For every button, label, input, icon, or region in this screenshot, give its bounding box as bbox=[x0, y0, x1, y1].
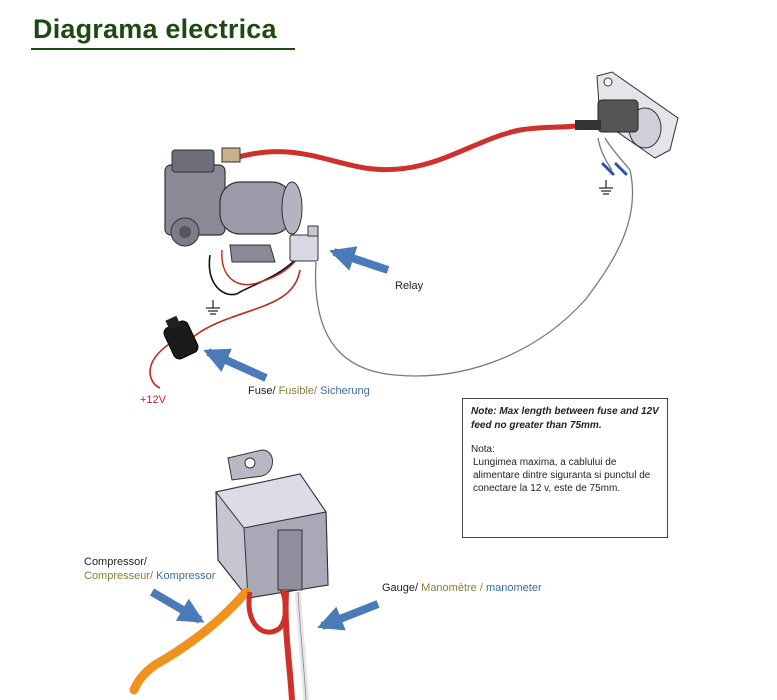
label-compressor-fr: Compresseur/ bbox=[84, 570, 154, 582]
arrow-fuse bbox=[203, 348, 268, 382]
relay-large-icon bbox=[215, 449, 329, 599]
ground-symbol-right bbox=[599, 180, 613, 195]
note-english: Note: Max length between fuse and 12V fe… bbox=[471, 406, 659, 431]
label-fuse-de: Sicherung bbox=[320, 385, 370, 397]
air-line-red bbox=[232, 123, 578, 173]
connector-blue-icon bbox=[601, 162, 628, 176]
label-gauge-fr: Manomètre / bbox=[421, 582, 483, 594]
diagram-title: Diagrama electrica bbox=[33, 14, 277, 44]
label-gauge-de: manometer bbox=[485, 582, 542, 594]
label-fuse: Fuse/ Fusible/ Sicherung bbox=[248, 385, 370, 397]
label-gauge-en: Gauge/ bbox=[382, 582, 419, 594]
gauge-wire-2 bbox=[604, 137, 631, 171]
label-fuse-en: Fuse/ bbox=[248, 385, 276, 397]
arrow-compressor bbox=[149, 588, 205, 624]
arrow-relay bbox=[329, 246, 390, 274]
note-box: Note: Max length between fuse and 12V fe… bbox=[462, 398, 668, 538]
compressor-wire bbox=[208, 254, 296, 296]
relay-small-icon bbox=[289, 225, 319, 262]
power-wire-red bbox=[189, 269, 301, 341]
gauge-wire-branch bbox=[597, 137, 613, 171]
compressor-wire-orange bbox=[129, 587, 251, 695]
label-12v: +12V bbox=[140, 394, 166, 406]
note-heading: Nota: bbox=[471, 444, 495, 455]
arrow-gauge bbox=[317, 600, 380, 631]
relay-wire-white-edge bbox=[297, 591, 307, 700]
relay-wire-red-down bbox=[282, 591, 295, 700]
label-compressor-2: Compresseur/ Kompressor bbox=[84, 570, 215, 582]
label-compressor-en: Compressor/ bbox=[84, 556, 147, 568]
gauge-bracket-icon bbox=[575, 71, 679, 159]
title-underline bbox=[31, 48, 295, 50]
label-gauge: Gauge/ Manomètre / manometer bbox=[382, 582, 542, 594]
ground-symbol-left bbox=[206, 300, 220, 315]
gauge-wire bbox=[314, 169, 634, 377]
compressor-wire-red bbox=[221, 249, 299, 286]
feed-wire-red bbox=[149, 341, 173, 389]
label-compressor-de: Kompressor bbox=[156, 570, 216, 582]
note-romanian: Lungimea maxima, a cablului de alimentar… bbox=[473, 457, 651, 494]
label-relay: Relay bbox=[395, 280, 424, 292]
compressor-icon bbox=[164, 147, 303, 263]
fuse-holder-icon bbox=[163, 315, 199, 360]
label-fuse-fr: Fusible/ bbox=[278, 385, 318, 397]
